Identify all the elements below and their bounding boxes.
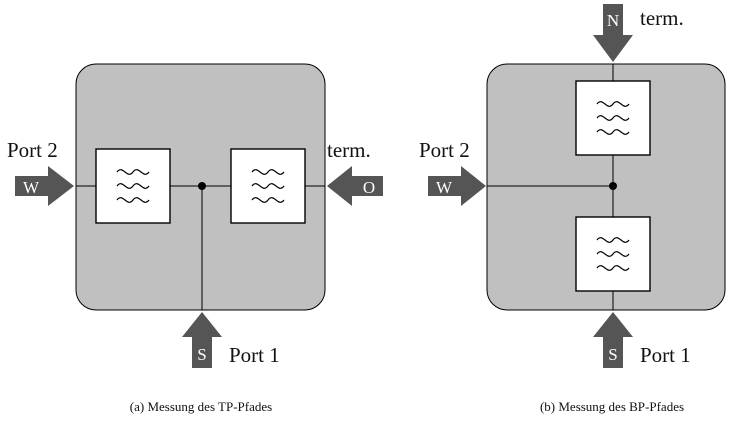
panel-b-junction [609, 182, 617, 190]
panel-a: W Port 2 O term. S Port 1 (a) Messung de… [7, 63, 383, 414]
arrow-right-icon [15, 166, 74, 206]
port-letter: S [197, 345, 206, 364]
panel-a-filter-left [95, 148, 171, 224]
panel-b-top-port-label: term. [640, 6, 684, 30]
port-letter: S [608, 345, 617, 364]
panel-a-port-w: W [15, 166, 74, 206]
panel-b-filter-top [575, 80, 651, 156]
arrow-left-icon [327, 166, 383, 206]
panel-a-caption: (a) Messung des TP-Pfades [130, 399, 272, 414]
panel-a-junction [198, 182, 206, 190]
panel-b-filter-bottom [575, 216, 651, 292]
panel-a-right-port-label: term. [327, 138, 371, 162]
panel-a-bottom-port-label: Port 1 [229, 343, 280, 367]
arrow-up-icon [593, 312, 633, 368]
panel-a-port-o: O [327, 166, 383, 206]
panel-a-port-s: S [182, 312, 222, 368]
panel-b-port-n: N [593, 4, 633, 62]
panel-b-port-s: S [593, 312, 633, 368]
panel-b-left-port-label: Port 2 [419, 138, 470, 162]
panel-a-left-port-label: Port 2 [7, 138, 58, 162]
panel-b-port-w: W [428, 166, 486, 206]
arrow-down-icon [593, 4, 633, 62]
panel-b-enclosure [486, 63, 726, 311]
panel-b-bottom-port-label: Port 1 [640, 343, 691, 367]
arrow-right-icon [428, 166, 486, 206]
port-letter: W [436, 178, 453, 197]
port-letter: N [607, 11, 619, 30]
panel-b-caption: (b) Messung des BP-Pfades [540, 399, 684, 414]
panel-b: W Port 2 N term. S Port 1 (b) Messung de… [419, 4, 726, 414]
arrow-up-icon [182, 312, 222, 368]
port-letter: W [23, 178, 40, 197]
port-letter: O [363, 178, 375, 197]
panel-a-filter-right [230, 148, 306, 224]
